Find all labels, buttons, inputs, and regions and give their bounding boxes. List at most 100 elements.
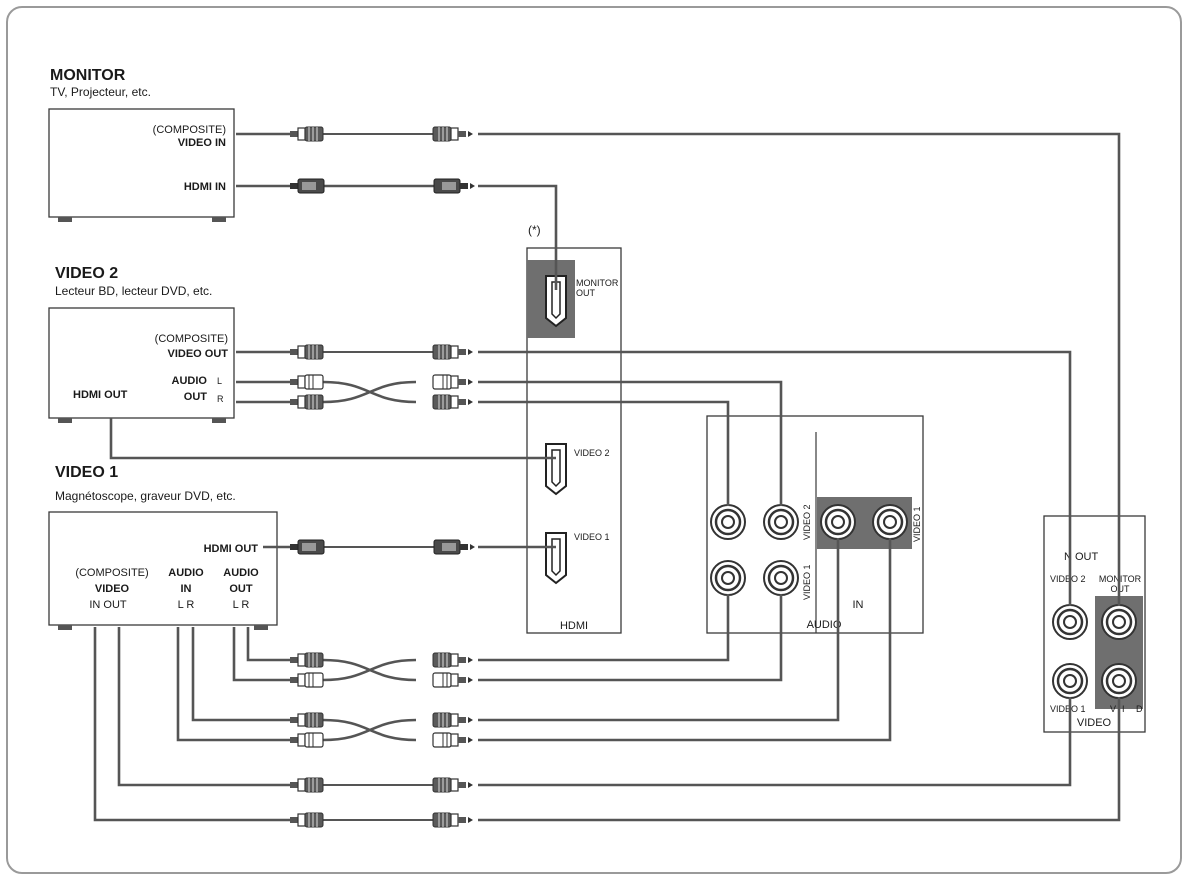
plug-video1-hdmi-left (289, 539, 325, 555)
video1-composite-label: (COMPOSITE) (75, 567, 148, 579)
video-video1-label: VIDEO 1 (1050, 704, 1086, 714)
monitor-subtitle: TV, Projecteur, etc. (50, 85, 151, 99)
wire-video1-video-out-right (478, 697, 1072, 787)
plug-video2-video-right (432, 344, 474, 360)
audio-in-label: IN (853, 599, 864, 611)
audio-video2-l-jack (709, 503, 747, 541)
audio-video1-out-l-jack (709, 559, 747, 597)
wire-video2-audio-l-right (478, 380, 783, 506)
plug-video1-audio-in-b-left (289, 732, 324, 748)
audio-video1-in-r-jack (871, 503, 909, 541)
plug-video1-audio-in-a-right (432, 712, 474, 728)
hdmi-video2-label: VIDEO 2 (574, 448, 610, 458)
video-d-label: D (1136, 704, 1143, 714)
video1-title: VIDEO 1 (55, 464, 118, 481)
plug-video2-audio-r-left (289, 394, 324, 410)
plug-video1-video-in-left (289, 812, 324, 828)
plug-video2-video-left (289, 344, 324, 360)
audio-video1-right-label: VIDEO 1 (912, 506, 922, 542)
hdmi-monitor-out-label-2: OUT (576, 288, 596, 298)
plug-video1-video-in-right (432, 812, 474, 828)
monitor-video-in-label: VIDEO IN (178, 137, 226, 149)
wire-video1-audio-in-l-left (176, 627, 290, 742)
video-panel-label: VIDEO (1077, 717, 1112, 729)
plug-video1-video-out-left (289, 777, 324, 793)
video2-composite-label: (COMPOSITE) (155, 333, 228, 345)
monitor-title: MONITOR (50, 67, 126, 84)
video2-audio-label: AUDIO (172, 375, 208, 387)
wire-video1-video-in-left (93, 627, 290, 822)
wire-video1-audio-in-right-b (478, 538, 892, 742)
plug-monitor-video-right (432, 126, 474, 142)
wire-video1-audio-out-right-a (478, 594, 730, 662)
video1-lr-label-1: L R (178, 599, 195, 611)
video-monitor-out-jack (1100, 603, 1138, 641)
plug-video1-audio-out-a-right (432, 652, 474, 668)
plug-video2-audio-l-right (432, 374, 474, 390)
diagram-frame (6, 6, 1182, 874)
wire-monitor-hdmi-right (478, 184, 558, 290)
plug-video1-audio-out-b-right (432, 672, 474, 688)
hdmi-panel-label: HDMI (560, 620, 588, 632)
monitor-device (48, 108, 235, 218)
wire-video1-video-in-right (478, 697, 1121, 822)
plug-video1-audio-in-a-left (289, 712, 324, 728)
hdmi-video1-label: VIDEO 1 (574, 532, 610, 542)
monitor-composite-label: (COMPOSITE) (153, 124, 226, 136)
wire-video1-video-out-left (117, 627, 290, 787)
plug-video1-audio-out-a-left (289, 652, 324, 668)
video1-lr-label-2: L R (233, 599, 250, 611)
plug-monitor-hdmi-left (289, 178, 325, 194)
wire-monitor-video-in-right (478, 132, 1121, 606)
video1-in-out-label: IN OUT (89, 599, 127, 611)
plug-video2-audio-r-right (432, 394, 474, 410)
video2-hdmi-out-label: HDMI OUT (73, 389, 128, 401)
video-video1-in-jack (1051, 662, 1089, 700)
video2-r-label: R (217, 394, 224, 404)
wire-video2-hdmi (109, 418, 556, 460)
video2-video-out-label: VIDEO OUT (167, 348, 228, 360)
video2-out-label: OUT (184, 391, 208, 403)
video-i-label: I (1122, 704, 1125, 714)
wire-video2-audio-r-right (478, 400, 730, 506)
wire-video1-audio-out-cross (322, 658, 417, 682)
plug-video2-audio-l-left (289, 374, 324, 390)
video-video1-out-jack (1100, 662, 1138, 700)
hdmi-video1-port (545, 532, 567, 584)
audio-video1-out-r-jack (762, 559, 800, 597)
video2-device (48, 307, 235, 419)
hdmi-video2-port (545, 443, 567, 495)
audio-video1-in-l-jack (819, 503, 857, 541)
video-video2-jack (1051, 603, 1089, 641)
audio-video1-label: VIDEO 1 (802, 564, 812, 600)
video1-video-label: VIDEO (95, 583, 130, 595)
video-v-label: V (1110, 704, 1116, 714)
wire-video1-audio-out-l-left (232, 627, 290, 682)
audio-panel-label: AUDIO (807, 619, 842, 631)
audio-video2-label: VIDEO 2 (802, 504, 812, 540)
audio-video2-r-jack (762, 503, 800, 541)
footnote-mark: (*) (528, 223, 541, 237)
video1-audio-in-label: AUDIO (168, 567, 204, 579)
video1-in-label: IN (181, 583, 192, 595)
wire-video1-audio-in-cross (322, 718, 417, 742)
video2-l-label: L (217, 376, 222, 386)
wire-video1-audio-in-right-a (478, 538, 840, 722)
plug-monitor-video-left (289, 126, 324, 142)
video2-title: VIDEO 2 (55, 265, 118, 282)
wire-video1-audio-out-r-left (246, 627, 290, 662)
video1-hdmi-out-label: HDMI OUT (204, 543, 259, 555)
video1-audio-out-label: AUDIO (223, 567, 259, 579)
plug-monitor-hdmi-right (433, 178, 476, 194)
video2-subtitle: Lecteur BD, lecteur DVD, etc. (55, 284, 212, 298)
video1-out-label: OUT (229, 583, 253, 595)
monitor-hdmi-in-label: HDMI IN (184, 181, 226, 193)
video-video2-label: VIDEO 2 (1050, 574, 1086, 584)
plug-video1-audio-out-b-left (289, 672, 324, 688)
wire-video2-video-right (478, 350, 1072, 606)
wire-video1-audio-in-r-left (191, 627, 290, 722)
plug-video1-audio-in-b-right (432, 732, 474, 748)
plug-video1-hdmi-right (433, 539, 476, 555)
video1-subtitle: Magnétoscope, graveur DVD, etc. (55, 489, 236, 503)
